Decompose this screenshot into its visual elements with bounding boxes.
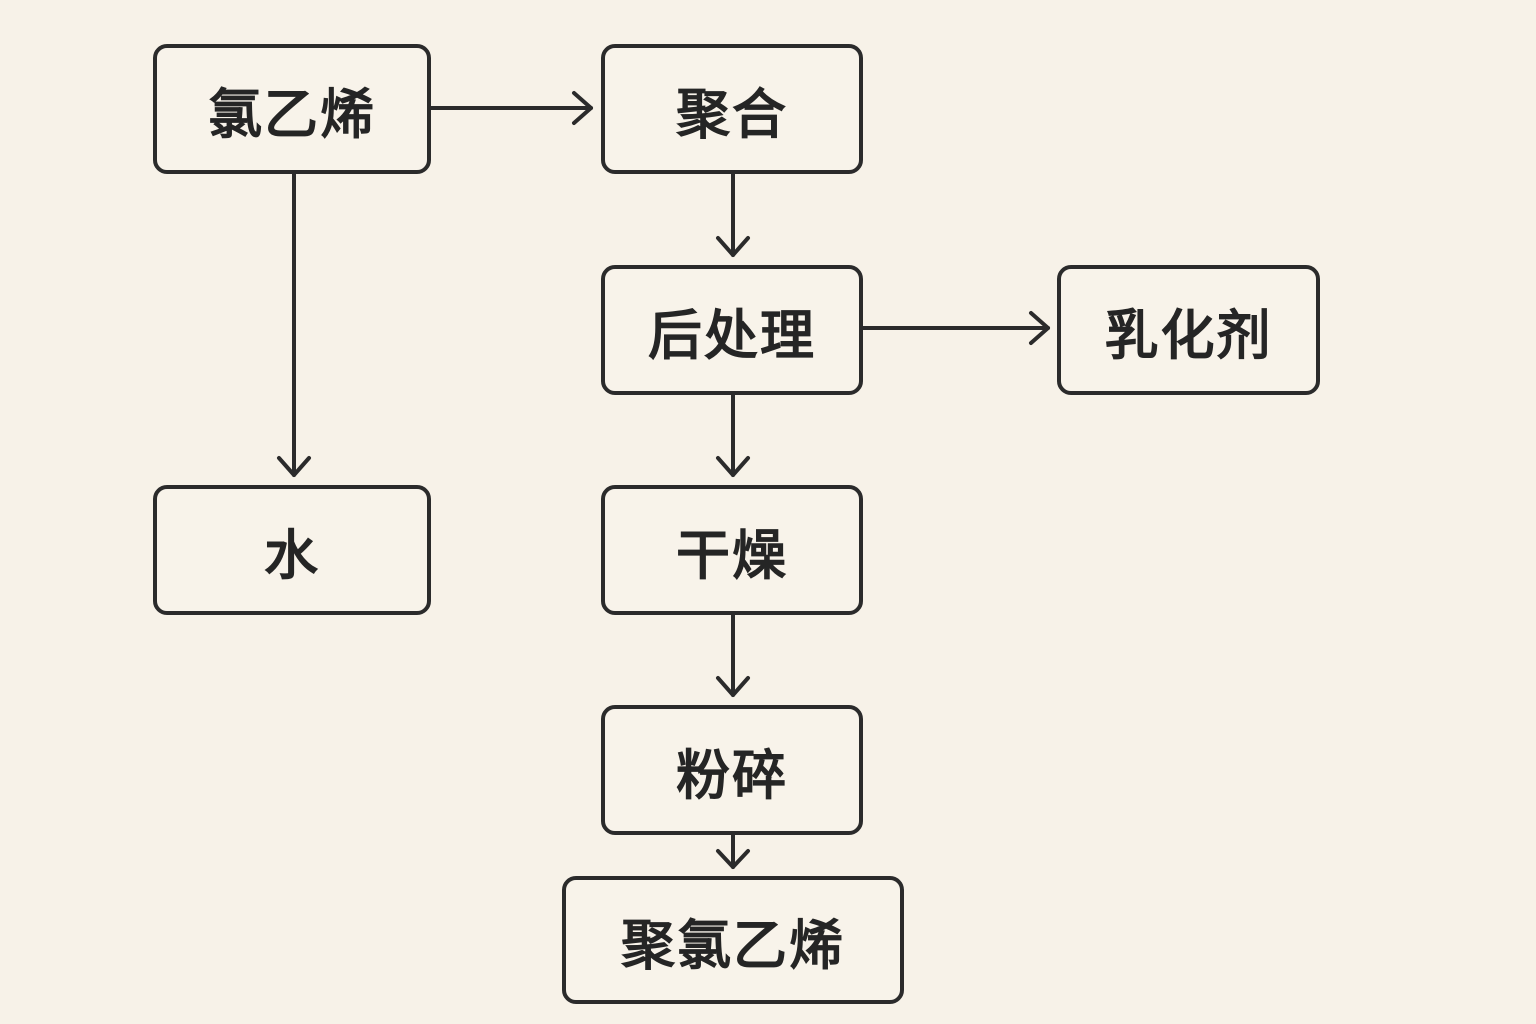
- node-milling: 粉碎: [601, 705, 863, 835]
- node-vinyl-chloride: 氯乙烯: [153, 44, 431, 174]
- node-emulsifier-label: 乳化剂: [1104, 303, 1273, 367]
- edge-drying-to-milling: [716, 613, 750, 697]
- node-pvc: 聚氯乙烯: [562, 876, 904, 1004]
- node-post-treatment: 后处理: [601, 265, 863, 395]
- edge-vinyl-chloride-to-polymerization: [429, 91, 593, 125]
- node-polymerization: 聚合: [601, 44, 863, 174]
- node-polymerization-label: 聚合: [676, 82, 788, 146]
- edge-vinyl-chloride-to-water: [277, 172, 311, 477]
- edge-polymerization-to-post-treatment: [716, 172, 750, 257]
- node-pvc-label: 聚氯乙烯: [621, 913, 845, 977]
- node-water: 水: [153, 485, 431, 615]
- edge-post-treatment-to-emulsifier: [861, 311, 1050, 345]
- edge-milling-to-pvc: [716, 833, 750, 869]
- node-water-label: 水: [264, 523, 320, 587]
- node-post-treatment-label: 后处理: [648, 303, 816, 367]
- edge-post-treatment-to-drying: [716, 393, 750, 477]
- node-drying: 干燥: [601, 485, 863, 615]
- node-milling-label: 粉碎: [676, 743, 788, 807]
- node-emulsifier: 乳化剂: [1057, 265, 1320, 395]
- node-vinyl-chloride-label: 氯乙烯: [208, 82, 376, 146]
- node-drying-label: 干燥: [676, 523, 788, 587]
